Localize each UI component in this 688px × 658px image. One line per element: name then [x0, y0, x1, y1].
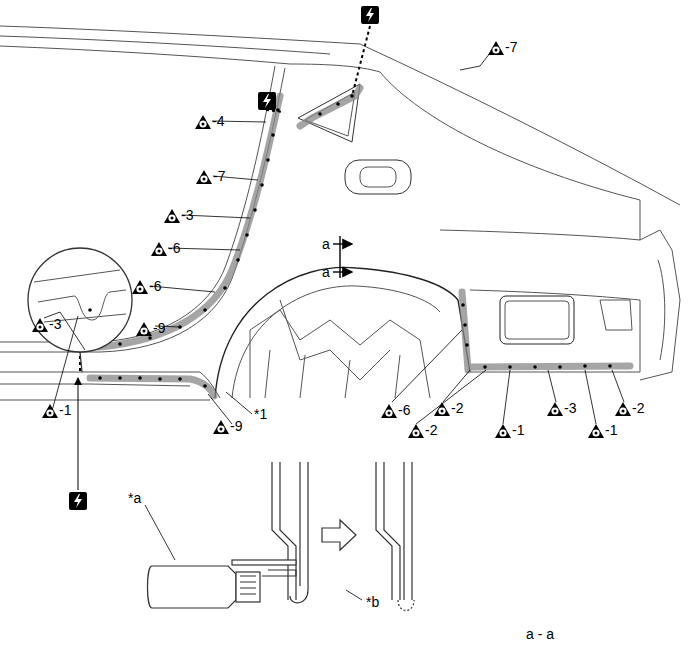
- callout-number: -3: [49, 316, 61, 332]
- section-mark: a: [322, 264, 330, 280]
- callout-number: -1: [512, 422, 524, 438]
- callout-number: -7: [505, 39, 517, 55]
- callout-number: -3: [181, 207, 193, 223]
- callout-number: -2: [632, 400, 644, 416]
- callout-number: -3: [564, 400, 576, 416]
- callout-number: -1: [605, 422, 617, 438]
- note-mark: *b: [366, 594, 379, 610]
- callout-number: -9: [153, 320, 165, 336]
- section-mark: a: [322, 236, 330, 252]
- callout-number: -1: [59, 402, 71, 418]
- callout-number: -4: [212, 113, 224, 129]
- view-label: a - a: [526, 626, 554, 642]
- callout-number: -6: [168, 240, 180, 256]
- callout-number: -2: [425, 422, 437, 438]
- callout-number: -6: [149, 278, 161, 294]
- note-mark: *1: [254, 406, 267, 422]
- callout-number: -2: [451, 400, 463, 416]
- note-mark: *a: [128, 490, 141, 506]
- callout-number: -6: [398, 402, 410, 418]
- callout-number: -7: [213, 168, 225, 184]
- callout-number: -9: [230, 418, 242, 434]
